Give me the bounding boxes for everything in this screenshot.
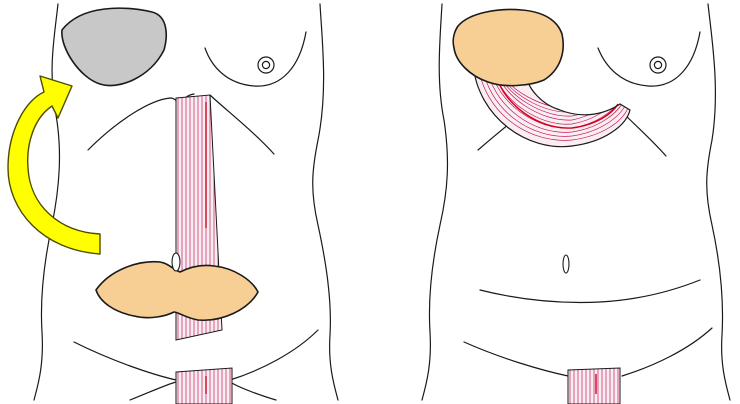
breast-contour xyxy=(205,32,306,86)
right-chest-line xyxy=(210,95,274,154)
right-flank-line xyxy=(313,4,338,400)
right-crease-line xyxy=(230,382,276,400)
left-panel xyxy=(8,4,338,404)
left-nipple xyxy=(258,57,274,73)
breast-defect xyxy=(62,8,166,85)
r-pubic-muscle-stub xyxy=(568,368,620,404)
r-right-flank-line xyxy=(707,4,730,400)
left-crease-line xyxy=(130,382,176,400)
r-left-groin-line xyxy=(464,342,568,376)
transferred-skin-island xyxy=(453,10,563,86)
transfer-arrow xyxy=(8,76,100,254)
pubic-muscle-stub xyxy=(176,368,232,404)
right-panel xyxy=(422,4,730,404)
left-umbilicus xyxy=(172,253,180,271)
r-right-groin-line xyxy=(622,328,712,376)
r-left-flank-line xyxy=(422,4,447,400)
right-nipple xyxy=(650,57,666,73)
r-breast-contour xyxy=(598,32,700,86)
right-groin-line xyxy=(230,330,318,380)
abdominal-closure-line xyxy=(480,280,700,303)
right-umbilicus xyxy=(563,255,569,273)
left-groin-line xyxy=(74,342,176,380)
